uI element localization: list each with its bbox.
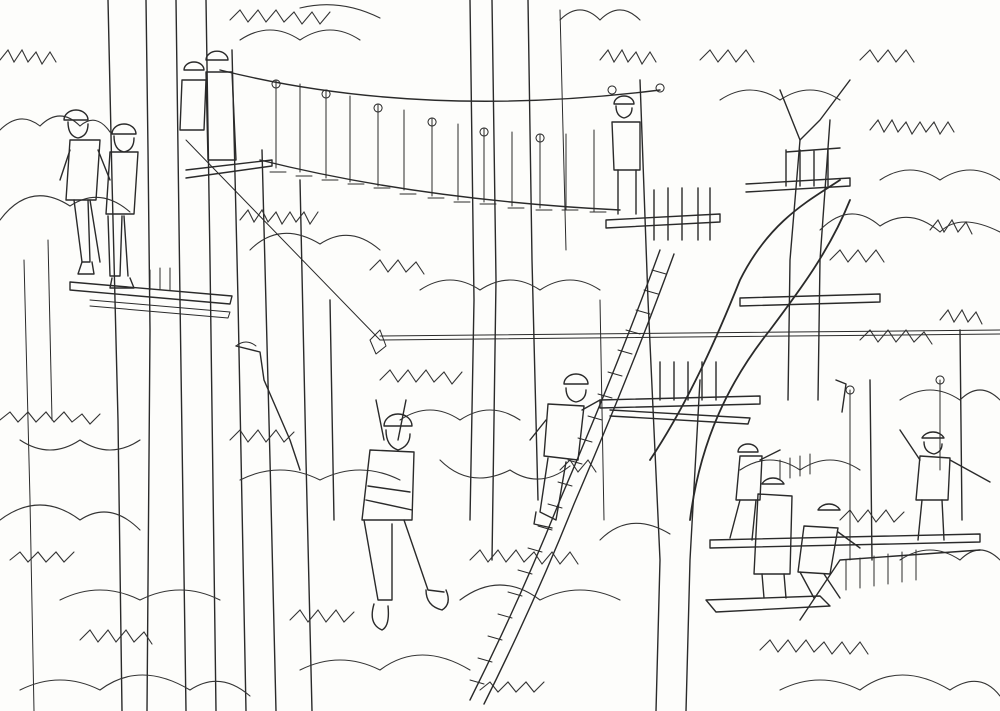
foliage <box>0 4 1000 697</box>
person-right-rope <box>835 379 847 413</box>
people <box>59 50 991 631</box>
hanging-hooks <box>235 83 945 395</box>
person-right-platform-1 <box>729 443 781 541</box>
person-bridge-top <box>611 95 641 215</box>
person-crouching <box>797 503 861 599</box>
person-top-left <box>179 50 237 161</box>
person-left-platform-2 <box>105 123 139 289</box>
person-right-platform-2 <box>753 477 793 599</box>
tree-trunks <box>23 0 963 711</box>
person-ladder-climber <box>529 373 601 529</box>
person-zipline <box>361 399 449 631</box>
person-far-right <box>899 429 991 541</box>
person-left-platform-1 <box>59 109 111 275</box>
